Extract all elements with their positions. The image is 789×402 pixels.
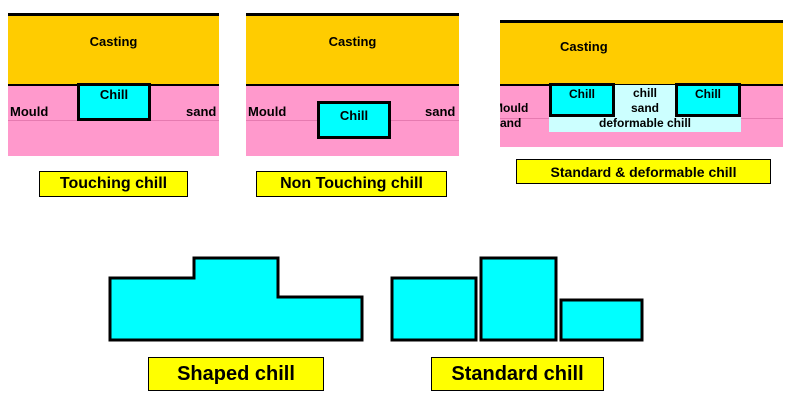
- sand-label: and: [500, 116, 522, 130]
- mould-label: Mould: [493, 101, 529, 115]
- deformable-chill-label: deformable chill: [598, 116, 692, 130]
- chill-label: Chill: [695, 87, 721, 101]
- deformable-chill-layer: [549, 115, 741, 132]
- standard-chill-block-left: [390, 276, 478, 342]
- casting-region: [246, 13, 459, 85]
- standard-chill-block-right: [559, 298, 644, 342]
- chill-sand-label-line2: sand: [630, 101, 659, 115]
- mould-label: Mould: [248, 104, 287, 119]
- mould-label: Mould: [10, 104, 49, 119]
- chill-sand-region: [612, 85, 678, 116]
- non-touching-chill: Chill: [317, 101, 391, 139]
- chill-label: Chill: [99, 87, 129, 102]
- casting-label: Casting: [328, 34, 377, 49]
- standard-chill-left: Chill: [549, 83, 615, 117]
- shaped-chill-shape: [108, 256, 364, 342]
- sand-label: sand: [186, 104, 217, 119]
- casting-mould-interface: [246, 84, 459, 86]
- sand-label: sand: [425, 104, 456, 119]
- touching-chill: Chill: [77, 83, 151, 121]
- standard-chill-block-middle: [479, 256, 558, 342]
- casting-region: [500, 20, 783, 85]
- standard-chill-caption: Standard chill: [431, 357, 604, 391]
- touching-chill-caption: Touching chill: [39, 171, 188, 197]
- panel-left-gutter: [489, 95, 500, 135]
- standard-deformable-chill-caption: Standard & deformable chill: [516, 159, 771, 184]
- casting-label: Casting: [560, 39, 608, 54]
- standard-chill-right: Chill: [675, 83, 741, 117]
- casting-label: Casting: [89, 34, 138, 49]
- non-touching-chill-caption: Non Touching chill: [256, 171, 447, 197]
- shaped-chill-caption: Shaped chill: [148, 357, 324, 391]
- casting-region: [8, 13, 219, 85]
- chill-sand-label-line1: chill: [632, 86, 657, 100]
- chill-label: Chill: [569, 87, 595, 101]
- chill-label: Chill: [339, 108, 369, 123]
